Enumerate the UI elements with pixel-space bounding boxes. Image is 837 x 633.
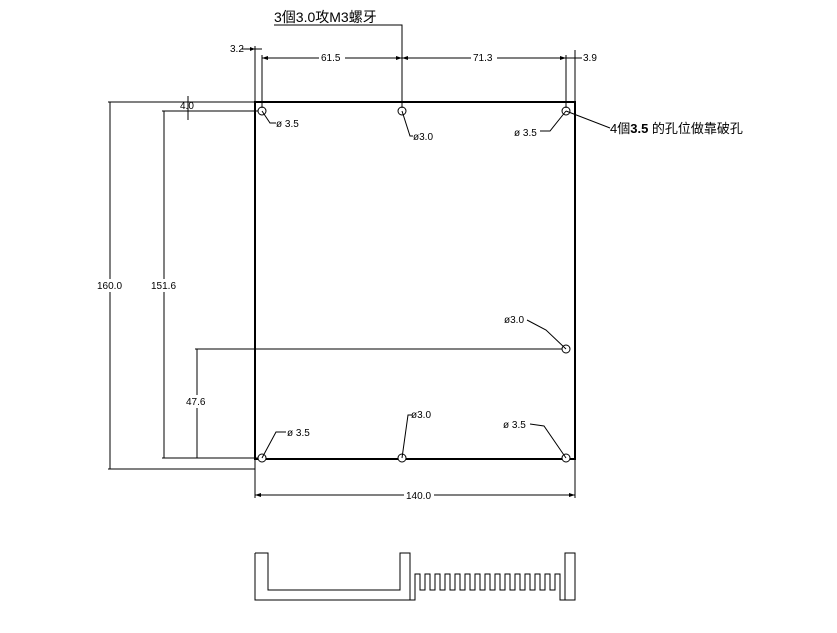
leader-top-middle <box>401 110 413 137</box>
arrow-71-3-left <box>402 56 408 60</box>
dim-bg-151-6 <box>150 279 178 292</box>
heatsink-base <box>254 553 410 601</box>
hole-label-bottom-middle: ø3.0 <box>411 410 431 421</box>
arrow-140-left <box>255 493 261 497</box>
leader-top-left <box>261 110 276 124</box>
arrow-61-5-right <box>396 56 402 60</box>
dim-47-6: 47.6 <box>186 397 206 408</box>
clearance-holes-leader <box>565 110 611 129</box>
leader-top-right <box>540 110 567 132</box>
dim-3-9: 3.9 <box>583 53 597 64</box>
leader-right-middle <box>526 319 567 350</box>
dim-160-0: 160.0 <box>97 281 122 292</box>
clearance-holes-note: 4個3.5 的孔位做靠破孔 <box>610 121 743 136</box>
dim-bg-61-5 <box>319 51 345 63</box>
hole-label-top-left: ø 3.5 <box>276 119 299 130</box>
dim-61-5: 61.5 <box>321 53 341 64</box>
hole-label-right-middle: ø3.0 <box>504 315 524 326</box>
arrow-3-2 <box>250 47 255 51</box>
dim-bg-140-0 <box>404 489 434 501</box>
hole-label-top-middle: ø3.0 <box>413 132 433 143</box>
tapped-holes-leader <box>274 24 403 108</box>
leader-bottom-left <box>261 431 286 459</box>
dim-151-6: 151.6 <box>151 281 176 292</box>
hole-label-bottom-left: ø 3.5 <box>287 428 310 439</box>
hole-label-top-right: ø 3.5 <box>514 128 537 139</box>
dim-bg-160-0 <box>96 279 124 292</box>
arrow-61-5-left <box>262 56 268 60</box>
leader-bottom-middle <box>401 414 412 459</box>
dim-bg-47-6 <box>184 395 210 408</box>
dim-bg-71-3 <box>471 51 497 63</box>
tapped-holes-note: 3個3.0攻M3螺牙 <box>274 9 377 25</box>
dim-3-2: 3.2 <box>230 44 244 55</box>
heatsink-profile <box>255 552 576 601</box>
hole-label-bottom-right: ø 3.5 <box>503 420 526 431</box>
dim-4-0: 4.0 <box>180 101 194 112</box>
dim-71-3: 71.3 <box>473 53 493 64</box>
plate-outline <box>254 101 576 460</box>
arrow-71-3-right <box>560 56 566 60</box>
arrow-140-right <box>569 493 575 497</box>
leader-bottom-right <box>529 423 567 459</box>
dim-140-0: 140.0 <box>406 491 431 502</box>
